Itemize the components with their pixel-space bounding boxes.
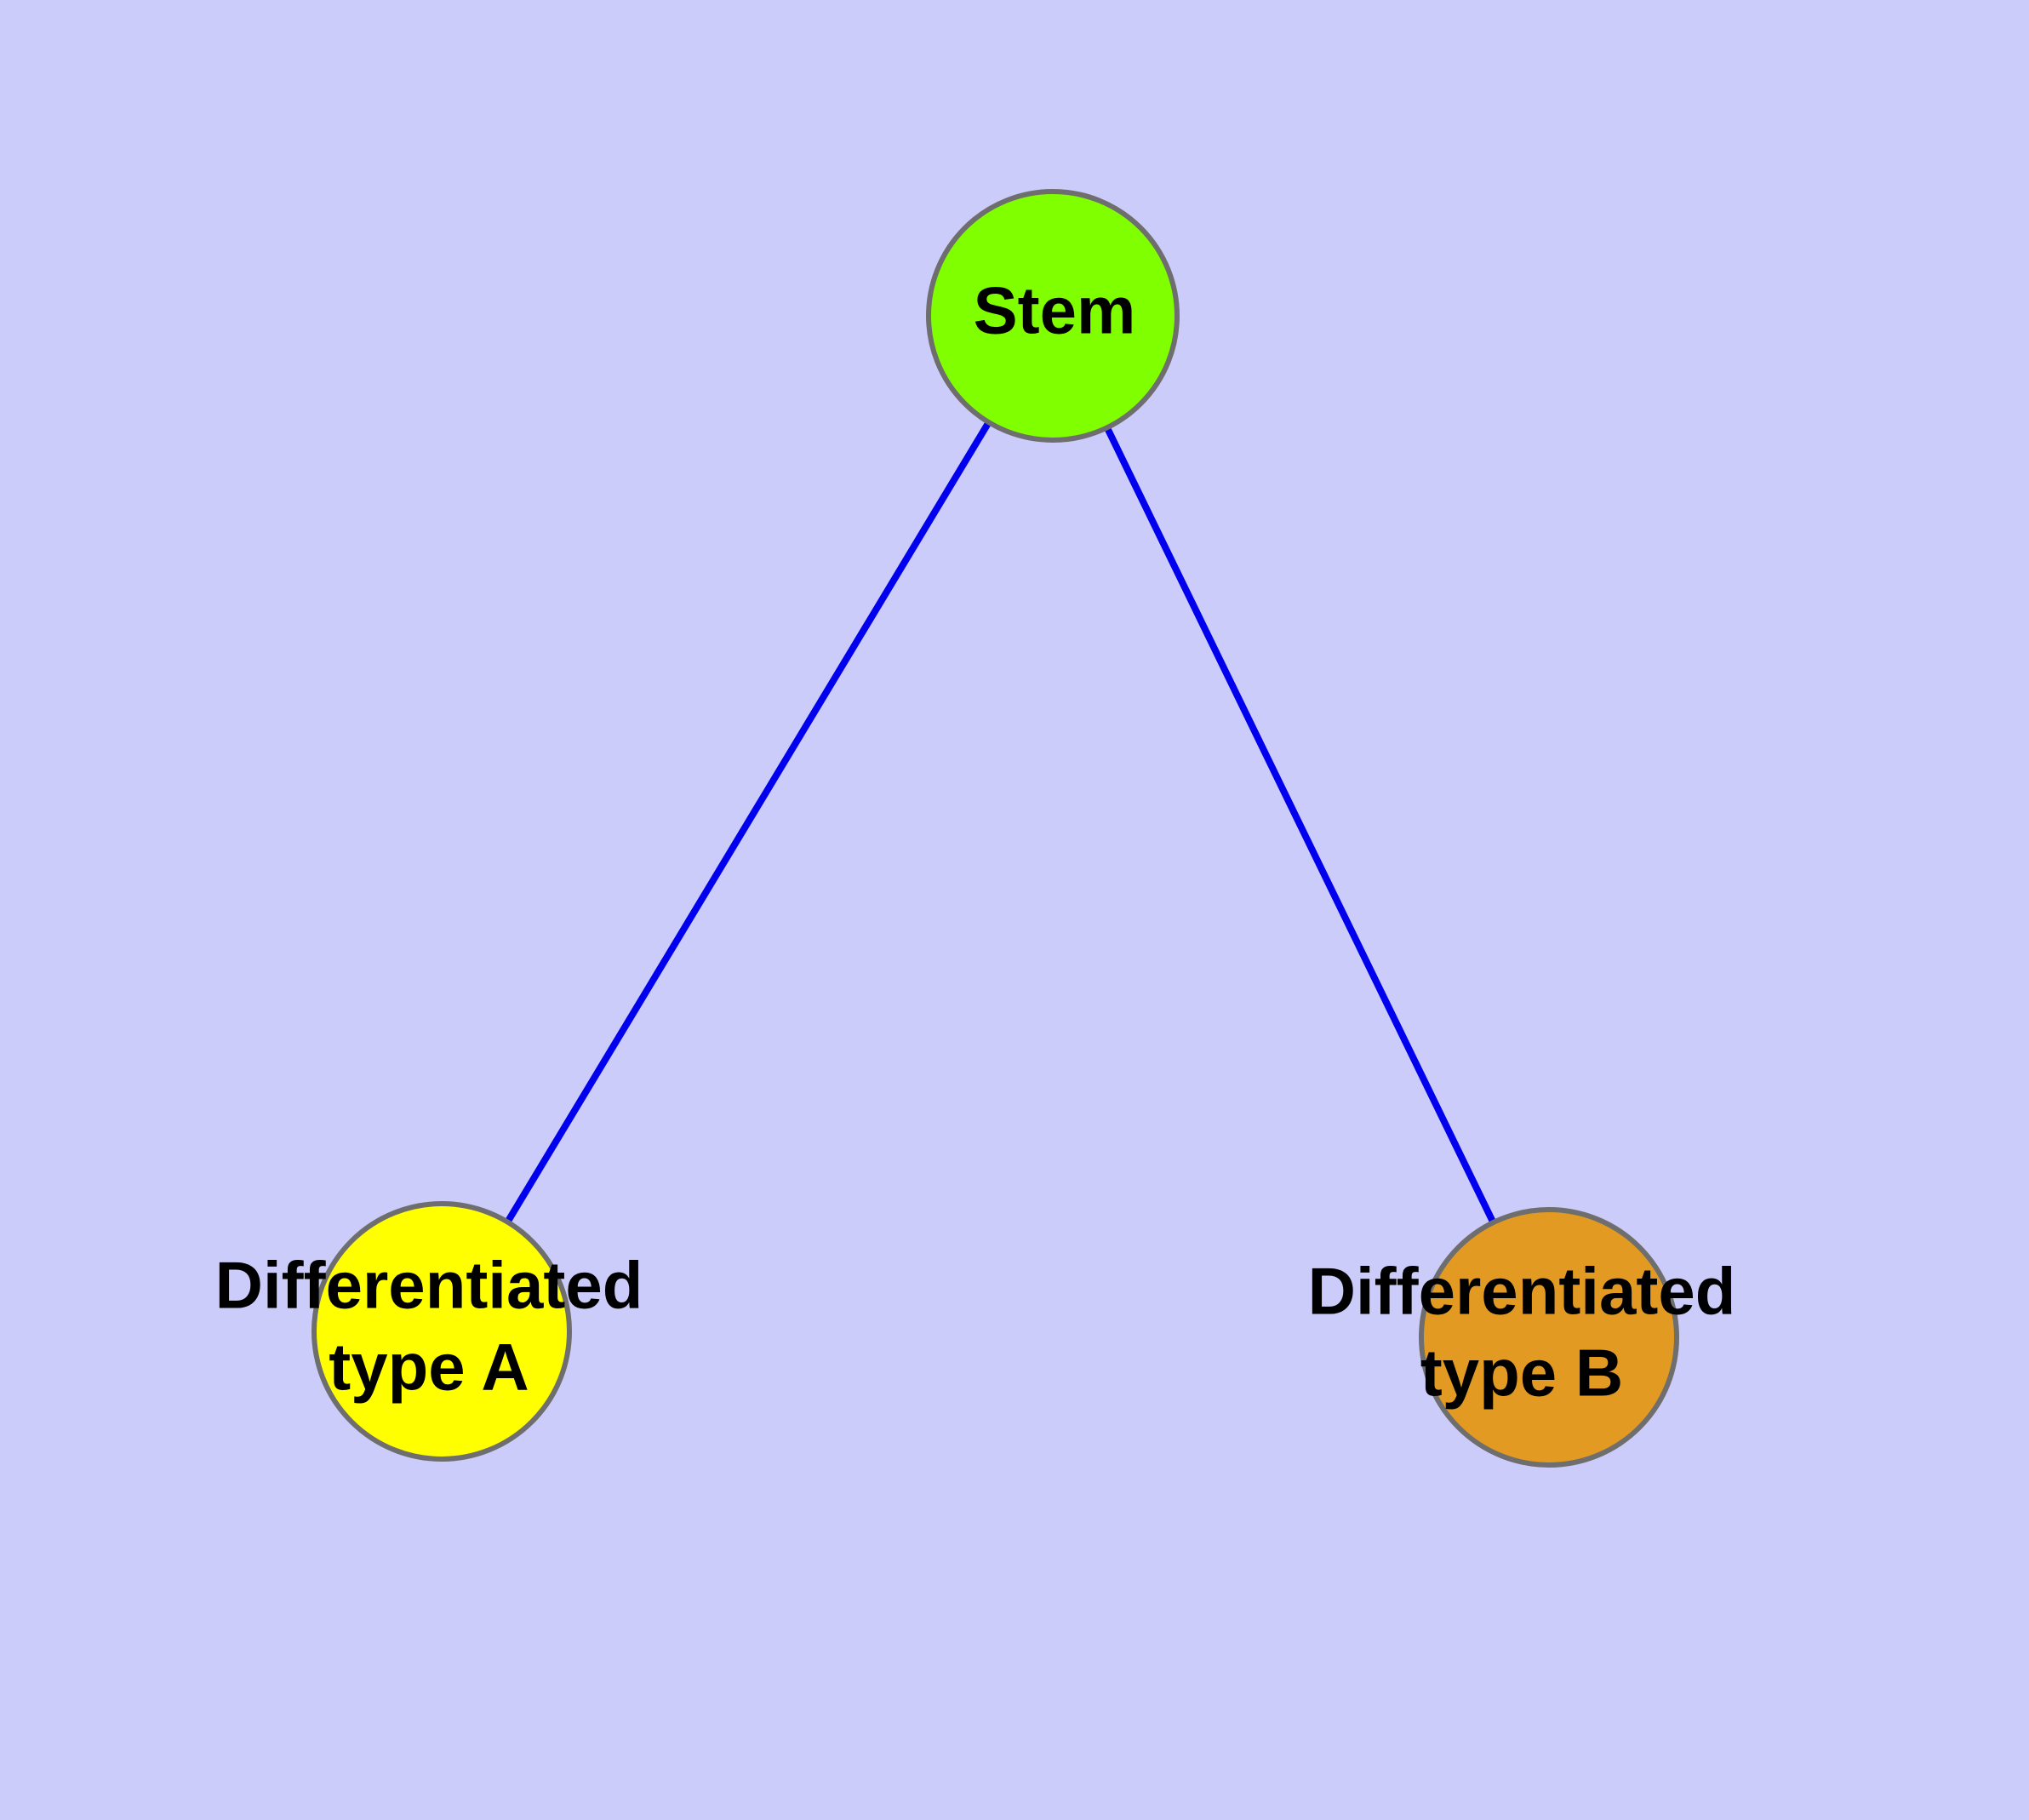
node-label-line: Differentiated	[1308, 1254, 1736, 1329]
edge-stem-to-diff-a[interactable]	[438, 313, 1056, 1334]
node-label-line: Stem	[974, 273, 1136, 348]
edges-layer	[438, 313, 1552, 1339]
node-label-line: type B	[1420, 1336, 1623, 1411]
node-label-stem: Stem	[974, 273, 1136, 348]
node-label-line: Differentiated	[215, 1248, 643, 1323]
nodes-layer	[311, 189, 1679, 1468]
node-circle-diff_b[interactable]	[1419, 1207, 1679, 1468]
edge-stem-to-diff-b[interactable]	[1049, 314, 1552, 1339]
node-circle-stem[interactable]	[926, 189, 1180, 443]
node-label-line: type A	[329, 1330, 529, 1405]
node-circle-diff_a[interactable]	[311, 1201, 572, 1462]
